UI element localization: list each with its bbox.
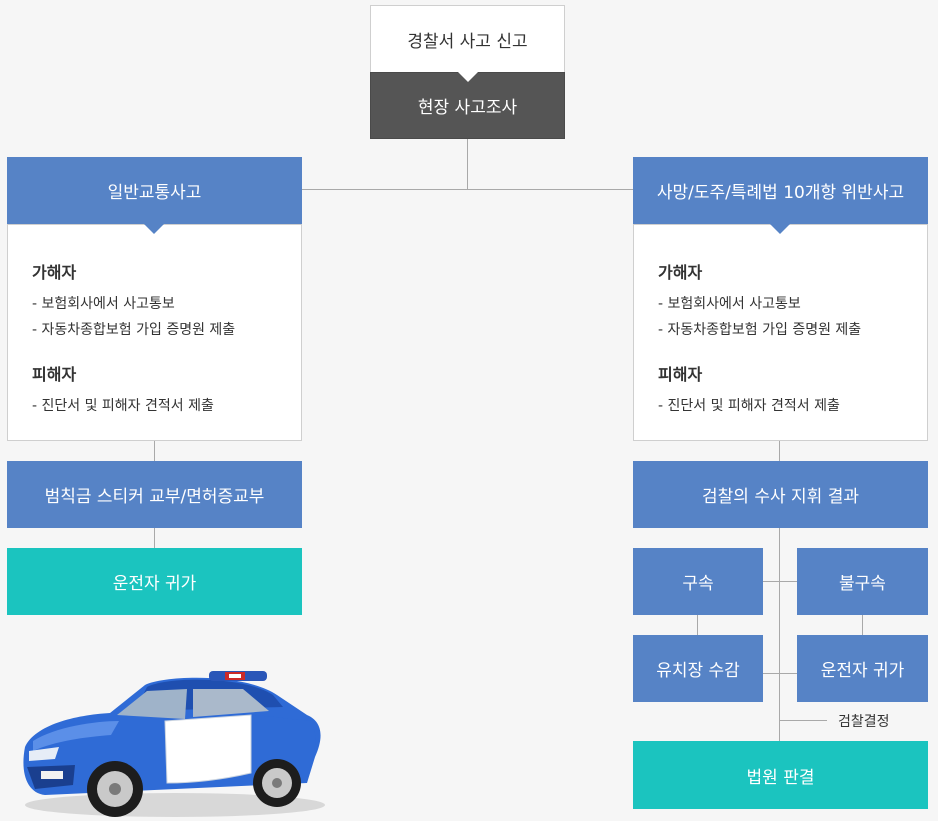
arrest-box: 구속 [633,548,763,615]
penalty-sticker-label: 범칙금 스티커 교부/면허증교부 [44,487,265,507]
car-front-hub [109,783,121,795]
serious-accident-info: 가해자 - 보험회사에서 사고통보 - 자동차종합보험 가입 증명원 제출 피해… [633,224,928,441]
police-report-box: 경찰서 사고 신고 [370,5,565,73]
detention-box: 유치장 수감 [633,635,763,702]
right-driver-return-label: 운전자 귀가 [820,661,905,681]
car-plate [41,771,63,779]
prosecution-decision-note: 검찰결정 [838,714,890,730]
victim-heading: 피해자 [658,365,703,384]
offender-heading: 가해자 [32,263,77,282]
general-accident-label: 일반교통사고 [107,183,202,203]
police-report-label: 경찰서 사고 신고 [407,31,528,52]
connector-left-info-to-penalty [154,440,155,462]
left-driver-return-label: 운전자 귀가 [112,574,197,594]
court-judgment-label: 법원 판결 [746,767,815,788]
connector-top-down [467,138,468,190]
offender-item: - 보험회사에서 사고통보 [658,296,801,312]
no-arrest-box: 불구속 [797,548,928,615]
connector-arrest-branch [762,581,797,582]
connector-decision-tick [779,720,827,721]
connector-top-horizontal [301,189,633,190]
prosecution-result-box: 검찰의 수사 지휘 결과 [633,461,928,528]
car-window-rear [193,689,269,717]
connector-lower-branch [762,673,797,674]
prosecution-result-label: 검찰의 수사 지휘 결과 [702,487,859,507]
car-window-front [117,689,187,719]
connector-left-penalty-to-return [154,527,155,549]
serious-accident-label: 사망/도주/특례법 10개항 위반사고 [656,183,905,203]
offender-item: - 자동차종합보험 가입 증명원 제출 [658,322,862,338]
connector-right-info-to-prosecution [779,440,780,462]
court-judgment-box: 법원 판결 [633,741,928,809]
general-accident-info: 가해자 - 보험회사에서 사고통보 - 자동차종합보험 가입 증명원 제출 피해… [7,224,302,441]
car-rear-hub [272,778,282,788]
right-driver-return-box: 운전자 귀가 [797,635,928,702]
connector-right-main-vertical [779,527,780,742]
no-arrest-label: 불구속 [839,574,886,594]
victim-item: - 진단서 및 피해자 견적서 제출 [658,398,840,414]
car-door [164,714,252,784]
penalty-sticker-box: 범칙금 스티커 교부/면허증교부 [7,461,302,528]
arrest-label: 구속 [682,574,714,594]
offender-item: - 자동차종합보험 가입 증명원 제출 [32,322,236,338]
connector-noarrest-to-return [862,614,863,636]
connector-arrest-to-detention [697,614,698,636]
serious-accident-notch [770,224,790,234]
car-hood-highlight [33,721,119,751]
detention-label: 유치장 수감 [656,661,740,681]
police-report-notch-overlay [458,72,478,82]
car-rear-panel [255,715,316,773]
victim-heading: 피해자 [32,365,77,384]
car-headlight [29,747,59,761]
offender-item: - 보험회사에서 사고통보 [32,296,175,312]
car-lightbar-white [229,674,241,678]
scene-investigation-label: 현장 사고조사 [417,98,518,118]
general-accident-box: 일반교통사고 [7,157,302,224]
left-driver-return-box: 운전자 귀가 [7,548,302,615]
police-car-illustration [23,671,325,817]
scene-investigation-box: 현장 사고조사 [370,72,565,139]
victim-item: - 진단서 및 피해자 견적서 제출 [32,398,214,414]
general-accident-notch [144,224,164,234]
offender-heading: 가해자 [658,263,703,282]
serious-accident-box: 사망/도주/특례법 10개항 위반사고 [633,157,928,224]
